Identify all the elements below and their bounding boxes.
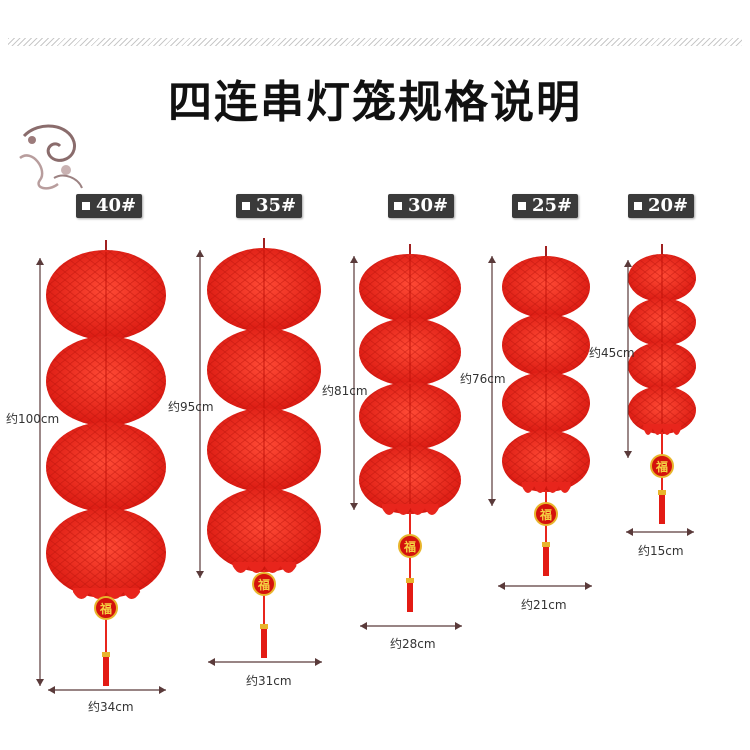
width-text-30: 约28cm bbox=[390, 637, 436, 651]
arrow-up-icon bbox=[350, 256, 358, 263]
tassel-knot bbox=[260, 624, 268, 629]
fu-charm-text: 福 bbox=[655, 459, 668, 474]
decorative-swirl-icon bbox=[19, 124, 83, 190]
lantern-frill bbox=[381, 504, 440, 515]
height-text-35: 约95cm bbox=[168, 400, 214, 414]
arrow-left-icon bbox=[360, 622, 367, 630]
size-label-text: 30# bbox=[408, 195, 449, 216]
arrow-up-icon bbox=[624, 260, 632, 267]
size-label-30: 30# bbox=[388, 194, 455, 218]
arrow-left-icon bbox=[48, 686, 55, 694]
tassel-knot bbox=[406, 578, 414, 583]
lantern-frill bbox=[73, 588, 141, 599]
arrow-up-icon bbox=[36, 258, 44, 265]
arrow-right-icon bbox=[315, 658, 322, 666]
fu-charm-text: 福 bbox=[257, 577, 270, 592]
arrow-right-icon bbox=[585, 582, 592, 590]
size-label-25: 25# bbox=[512, 194, 579, 218]
width-text-40: 约34cm bbox=[88, 700, 134, 714]
size-label-text: 40# bbox=[96, 195, 137, 216]
lantern-frill bbox=[643, 424, 682, 435]
lantern-frill bbox=[521, 482, 572, 493]
arrow-right-icon bbox=[159, 686, 166, 694]
tassel bbox=[543, 546, 549, 576]
fu-charm-icon bbox=[398, 534, 422, 558]
top-stripe-divider bbox=[8, 38, 742, 46]
width-text-20: 约15cm bbox=[638, 544, 684, 558]
fu-charm-text: 福 bbox=[99, 601, 112, 616]
fu-charm-icon bbox=[94, 596, 118, 620]
size-label-35: 35# bbox=[236, 194, 303, 218]
height-text-30: 约81cm bbox=[322, 384, 368, 398]
size-label-20: 20# bbox=[628, 194, 695, 218]
arrow-up-icon bbox=[196, 250, 204, 257]
width-text-25: 约21cm bbox=[521, 598, 567, 612]
tassel bbox=[659, 494, 665, 524]
height-text-20: 约45cm bbox=[589, 346, 635, 360]
page-title: 四连串灯笼规格说明 bbox=[168, 77, 582, 128]
arrow-left-icon bbox=[626, 528, 633, 536]
arrow-left-icon bbox=[208, 658, 215, 666]
arrow-right-icon bbox=[455, 622, 462, 630]
arrow-down-icon bbox=[624, 451, 632, 458]
height-text-25: 约76cm bbox=[460, 372, 506, 386]
fu-charm-text: 福 bbox=[403, 539, 416, 554]
height-text-40: 约100cm bbox=[6, 412, 60, 426]
lantern-frill bbox=[232, 562, 297, 573]
arrow-right-icon bbox=[687, 528, 694, 536]
size-label-text: 25# bbox=[532, 195, 573, 216]
arrow-down-icon bbox=[36, 679, 44, 686]
tassel bbox=[407, 582, 413, 612]
size-label-text: 20# bbox=[648, 195, 689, 216]
size-label-text: 35# bbox=[256, 195, 297, 216]
tassel-knot bbox=[542, 542, 550, 547]
tassel bbox=[261, 628, 267, 658]
tassel-knot bbox=[658, 490, 666, 495]
arrow-up-icon bbox=[488, 256, 496, 263]
fu-charm-text: 福 bbox=[539, 507, 552, 522]
width-text-35: 约31cm bbox=[246, 674, 292, 688]
size-label-40: 40# bbox=[76, 194, 143, 218]
fu-charm-icon bbox=[534, 502, 558, 526]
arrow-down-icon bbox=[488, 499, 496, 506]
arrow-left-icon bbox=[498, 582, 505, 590]
tassel-knot bbox=[102, 652, 110, 657]
arrow-down-icon bbox=[350, 503, 358, 510]
fu-charm-icon bbox=[650, 454, 674, 478]
arrow-down-icon bbox=[196, 571, 204, 578]
tassel bbox=[103, 656, 109, 686]
fu-charm-icon bbox=[252, 572, 276, 596]
